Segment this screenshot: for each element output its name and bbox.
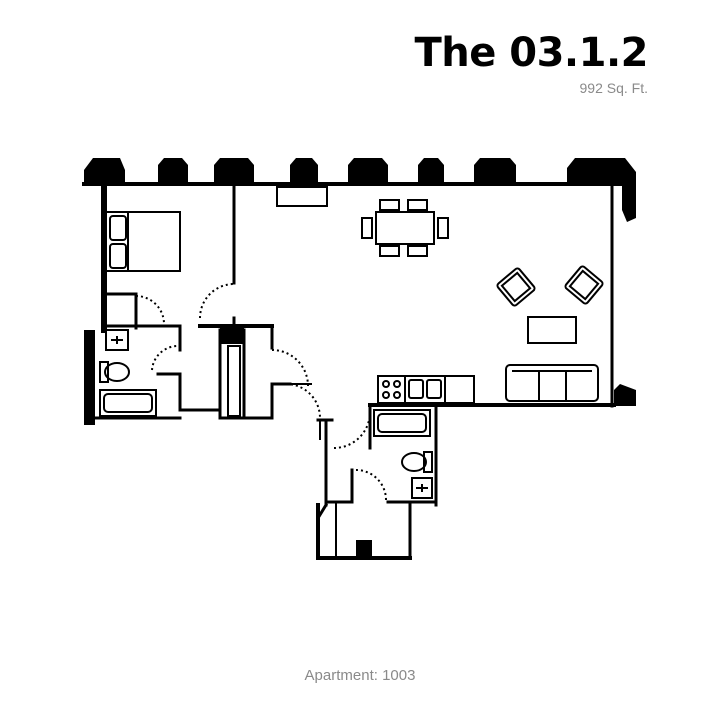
tv-console [276,186,328,207]
exterior-columns [84,158,636,425]
door-leaves [286,383,321,440]
armchairs [496,265,604,307]
closet-shelves [227,345,241,417]
coffee-table [527,316,577,344]
door-swings [135,283,387,501]
bathroom-2-fixtures [373,409,433,499]
sofa [505,364,599,402]
apartment-number: Apartment: 1003 [304,667,416,684]
dining-table [361,199,449,257]
walls [82,181,624,560]
bathroom-1-fixtures [99,329,157,417]
plan-area: 992 Sq. Ft. [579,80,648,96]
plan-title: The 03.1.2 [414,30,648,76]
wall-blocks [220,326,372,558]
bed [105,211,181,272]
kitchen-counter [377,375,475,404]
